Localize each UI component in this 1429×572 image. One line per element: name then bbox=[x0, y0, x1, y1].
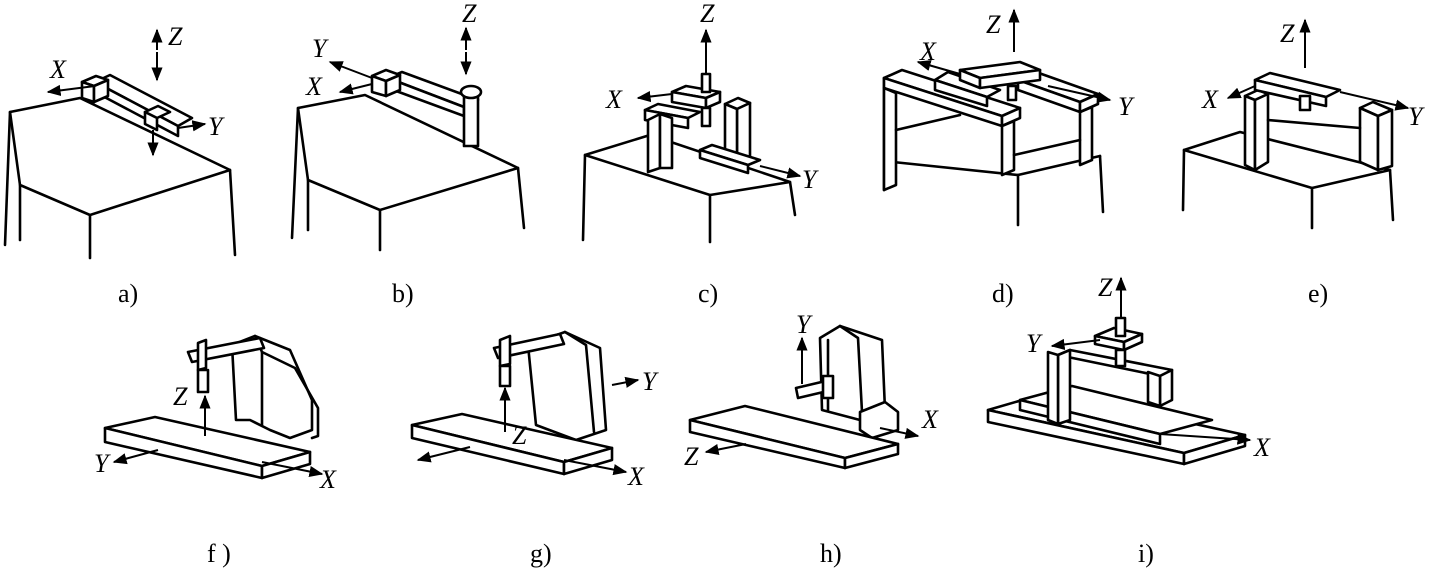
axis-label-y: Y bbox=[1026, 329, 1043, 358]
axis-label-z: Z bbox=[462, 0, 477, 28]
panel-g-column bbox=[526, 330, 608, 442]
axis-label-y: Y bbox=[312, 34, 329, 63]
axis-label-x: X bbox=[1201, 85, 1219, 114]
axis-label-x: X bbox=[919, 37, 937, 66]
panel-i-bridge bbox=[1046, 316, 1174, 426]
caption-e: e) bbox=[1308, 279, 1328, 308]
panel-e-bridge bbox=[1243, 71, 1394, 172]
axis-label-z: Z bbox=[986, 10, 1001, 39]
panel-e-axis-x: X bbox=[1201, 85, 1256, 114]
panel-g-axis-x: X bbox=[563, 459, 645, 491]
panel-i-axis-z: Z bbox=[1098, 273, 1127, 318]
panel-i: X Y Z i) bbox=[986, 273, 1271, 568]
axis-label-y: Y bbox=[642, 367, 659, 396]
panel-e: X Y Z e) bbox=[1181, 18, 1425, 308]
panel-g-axis-y: Y bbox=[611, 367, 659, 396]
axis-label-x: X bbox=[605, 85, 623, 114]
axis-label-y: Y bbox=[796, 310, 813, 339]
panel-e-table bbox=[1181, 130, 1395, 230]
panel-i-axis-x: X bbox=[1159, 433, 1271, 462]
panel-a-table bbox=[3, 96, 237, 260]
panel-d-axis-y: Y bbox=[1047, 85, 1135, 121]
panel-b-axis-z: Z bbox=[460, 0, 477, 76]
panel-f-axis-x: X bbox=[261, 461, 337, 494]
panel-b-cantilever-arm bbox=[370, 68, 483, 148]
panel-a: X Y Z a) bbox=[3, 22, 237, 308]
axis-label-x: X bbox=[1253, 433, 1271, 462]
caption-b: b) bbox=[392, 279, 414, 308]
panel-b: X Y Z b) bbox=[290, 0, 526, 308]
panel-i-base bbox=[986, 384, 1247, 466]
panel-a-axis-y: Y bbox=[177, 112, 225, 141]
caption-g: g) bbox=[530, 539, 552, 568]
panel-f-axis-z: Z bbox=[173, 382, 211, 436]
panel-b-table bbox=[290, 93, 526, 252]
caption-c: c) bbox=[698, 279, 718, 308]
axis-label-y: Y bbox=[94, 449, 111, 478]
axis-label-z: Z bbox=[1280, 19, 1295, 48]
axis-label-x: X bbox=[305, 72, 323, 101]
panel-c-table bbox=[581, 133, 797, 244]
panel-a-cantilever-arm bbox=[80, 73, 194, 138]
panel-h-arm bbox=[794, 374, 835, 400]
axis-label-z: Z bbox=[1098, 273, 1113, 302]
panel-f-axis-y: Y bbox=[94, 449, 159, 478]
panel-a-axis-z: Z bbox=[147, 22, 183, 157]
caption-a: a) bbox=[118, 279, 138, 308]
panel-c: X Y Z c) bbox=[581, 0, 819, 308]
axis-label-y: Y bbox=[208, 112, 225, 141]
caption-h: h) bbox=[820, 539, 842, 568]
axis-label-z: Z bbox=[512, 421, 527, 450]
panel-d-axis-z: Z bbox=[986, 8, 1020, 52]
panel-c-axis-x: X bbox=[605, 85, 673, 114]
panel-f: X Y Z f ) bbox=[94, 334, 337, 568]
axis-label-x: X bbox=[627, 462, 645, 491]
axis-label-z: Z bbox=[684, 442, 699, 471]
panel-g-axis-z: Z bbox=[499, 386, 527, 450]
axis-label-z: Z bbox=[700, 0, 715, 28]
caption-i: i) bbox=[1138, 539, 1154, 568]
panel-h-axis-y: Y bbox=[796, 310, 813, 384]
panel-h-table bbox=[688, 404, 900, 470]
axis-label-x: X bbox=[49, 55, 67, 84]
panel-e-axis-y: Y bbox=[1339, 91, 1425, 131]
panel-e-axis-z: Z bbox=[1280, 18, 1311, 68]
panel-a-axis-x: X bbox=[46, 55, 96, 96]
axis-label-y: Y bbox=[802, 165, 819, 194]
panel-b-axis-x: X bbox=[305, 72, 373, 101]
panel-g-table bbox=[410, 412, 614, 476]
panel-b-axis-y: Y bbox=[312, 34, 373, 79]
axis-label-x: X bbox=[319, 465, 337, 494]
panel-f-arm bbox=[186, 336, 266, 394]
panel-d: X Y Z d) bbox=[882, 8, 1135, 308]
panel-g-table-arrow bbox=[416, 446, 471, 463]
panel-h-axis-z: Z bbox=[684, 442, 747, 471]
panel-f-table bbox=[103, 415, 312, 480]
panel-h: X Y Z h) bbox=[684, 310, 939, 568]
panel-d-carriage bbox=[933, 60, 1042, 108]
caption-d: d) bbox=[992, 279, 1014, 308]
axis-label-z: Z bbox=[168, 22, 183, 51]
panel-d-axis-x: X bbox=[916, 37, 961, 75]
panel-g-arm bbox=[492, 332, 566, 388]
axis-label-z: Z bbox=[173, 382, 188, 411]
panel-g: X Y Z g) bbox=[410, 330, 659, 568]
panel-h-axis-x: X bbox=[879, 405, 939, 439]
axis-label-y: Y bbox=[1408, 102, 1425, 131]
panel-c-axis-y: Y bbox=[759, 165, 819, 194]
caption-f: f ) bbox=[207, 539, 231, 568]
axis-label-y: Y bbox=[1118, 92, 1135, 121]
panel-c-axis-z: Z bbox=[700, 0, 715, 74]
panel-c-bridge bbox=[643, 72, 762, 175]
axis-label-x: X bbox=[921, 405, 939, 434]
panel-i-axis-y: Y bbox=[1026, 329, 1101, 358]
